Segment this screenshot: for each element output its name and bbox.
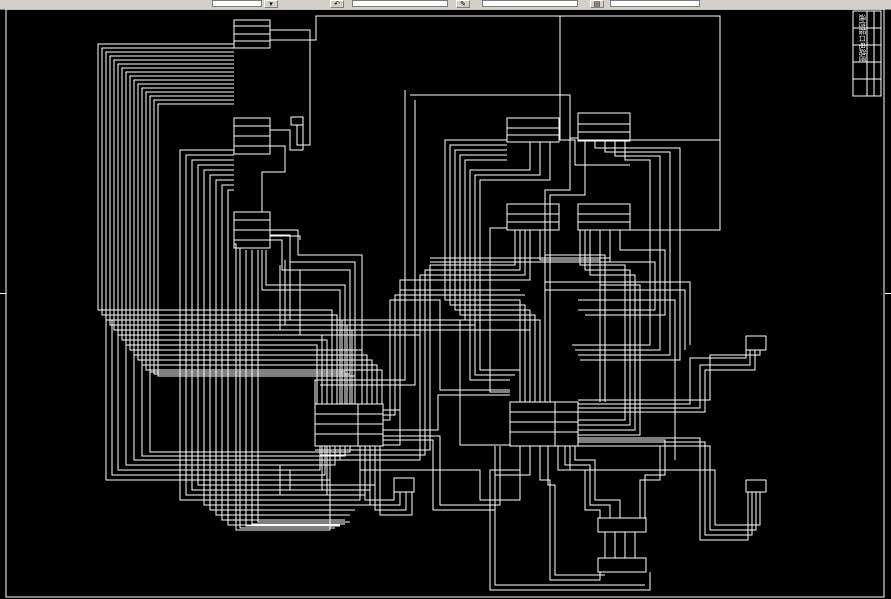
bus-wires-right-links [261,15,721,240]
connector-j12 [597,517,647,573]
small-connector-j4 [290,116,304,126]
bus-wires-ic-links [359,289,531,511]
bus-wires-j3 [234,229,363,531]
connector-j11 [393,477,415,493]
connector-j1 [233,19,271,49]
cad-drawing-canvas[interactable]: 通信接口电路图 [0,9,891,599]
connector-j6 [577,112,631,142]
connector-j2 [233,117,271,155]
bus-wires-lower-right [315,227,666,461]
drawing-border [5,9,885,598]
connector-j10 [745,479,767,493]
linetype-dropdown[interactable] [352,0,448,7]
match-properties-icon: ✎ [460,0,466,8]
right-edge-tick [885,293,891,294]
connector-j5 [506,117,560,143]
ic-u1 [314,403,384,447]
connector-j3 [233,211,271,249]
layer-manager-icon: ▤ [593,0,601,8]
bus-wires-cross [279,255,691,460]
layer-dropdown[interactable] [212,0,262,7]
ic-u2 [509,401,579,447]
plotstyle-dropdown[interactable] [610,0,700,7]
connector-j9 [745,335,767,351]
bus-wires-ic2-side [569,350,761,541]
left-edge-tick [0,293,6,294]
bus-wires-left [97,43,383,404]
undo-icon: ↶ [334,0,340,8]
layer-manager-button[interactable]: ▤ [590,0,604,8]
title-block-text: 通信接口电路图 [858,14,867,63]
bus-wires-upper-right [314,90,720,404]
connector-j7 [506,203,560,231]
title-block [852,10,882,97]
connector-j8 [577,203,631,231]
bus-wires-ic2-bottom [489,439,666,591]
match-properties-button[interactable]: ✎ [456,0,470,8]
layer-dropdown-button[interactable]: ▾ [264,0,278,8]
chevron-down-icon: ▾ [269,0,273,8]
undo-button[interactable]: ↶ [330,0,344,8]
lineweight-dropdown[interactable] [482,0,578,7]
bus-wires-ic1-lower [279,446,413,516]
